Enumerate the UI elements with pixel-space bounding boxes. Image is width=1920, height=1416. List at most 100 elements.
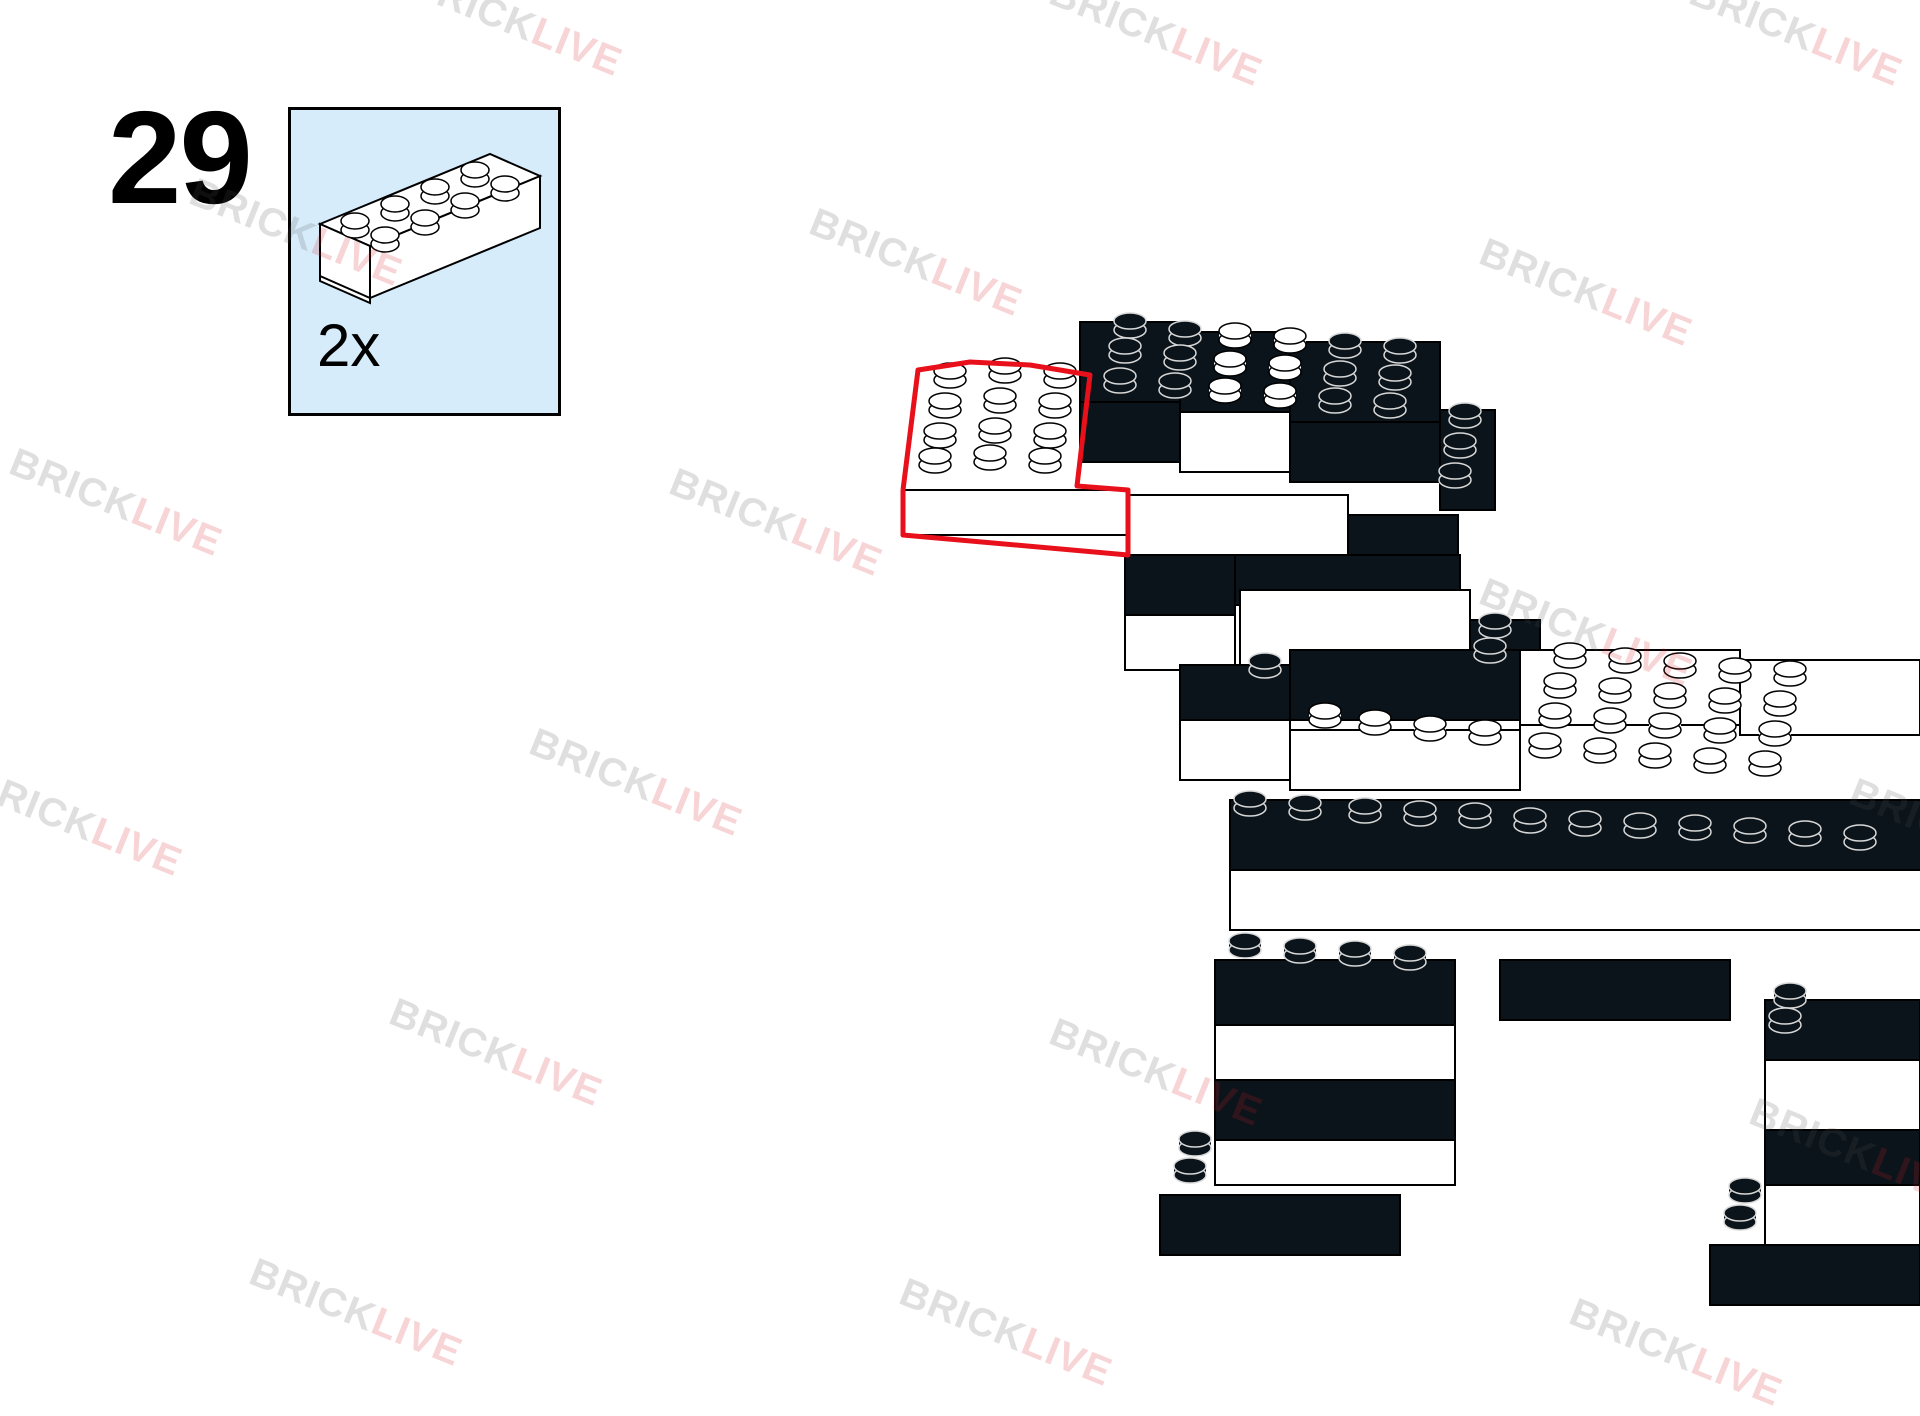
stud: [1178, 1130, 1212, 1157]
stud: [1218, 322, 1252, 349]
model-brick: [1127, 494, 1349, 556]
stud: [340, 212, 370, 239]
stud: [410, 209, 440, 236]
stud: [1748, 750, 1782, 777]
stud: [1033, 422, 1067, 449]
parts-callout: 2x: [288, 107, 561, 416]
stud: [1448, 402, 1482, 429]
stud: [1173, 1157, 1207, 1184]
stud: [1283, 937, 1317, 964]
stud: [370, 226, 400, 253]
stud: [1413, 715, 1447, 742]
stud: [1338, 940, 1372, 967]
stud: [1403, 800, 1437, 827]
stud: [1473, 637, 1507, 664]
step-number: 29: [108, 84, 253, 231]
stud: [1248, 652, 1282, 679]
model-brick: [1214, 1079, 1456, 1141]
stud: [1028, 447, 1062, 474]
stud: [1103, 367, 1137, 394]
stud: [1268, 354, 1302, 381]
stud: [1458, 802, 1492, 829]
stud: [1583, 737, 1617, 764]
stud: [420, 178, 450, 205]
stud: [1703, 717, 1737, 744]
stud: [1733, 817, 1767, 844]
model-brick: [1179, 411, 1291, 473]
stud: [1443, 432, 1477, 459]
stud: [1648, 712, 1682, 739]
stud: [1158, 372, 1192, 399]
stud: [1378, 364, 1412, 391]
stud: [1528, 732, 1562, 759]
part-quantity: 2x: [317, 312, 381, 379]
stud: [1263, 382, 1297, 409]
model-brick: [1764, 1129, 1920, 1186]
stud: [1438, 462, 1472, 489]
stud: [928, 392, 962, 419]
model-brick: [1764, 1184, 1920, 1246]
stud: [918, 447, 952, 474]
stud: [1708, 687, 1742, 714]
model-brick: [1709, 1244, 1920, 1306]
model-brick: [1124, 614, 1236, 671]
stud: [1693, 747, 1727, 774]
stud: [933, 362, 967, 389]
brick-2x4-icon: [317, 152, 543, 305]
stud: [450, 192, 480, 219]
model-brick: [1764, 1059, 1920, 1131]
model-brick: [1124, 554, 1236, 616]
stud: [1373, 392, 1407, 419]
stud: [1538, 702, 1572, 729]
stud: [1288, 794, 1322, 821]
model-brick: [1079, 401, 1181, 463]
stud: [1728, 1177, 1762, 1204]
stud: [1213, 350, 1247, 377]
model-brick: [1289, 341, 1441, 423]
stud: [1598, 677, 1632, 704]
stud: [1233, 790, 1267, 817]
stud: [1108, 337, 1142, 364]
stud: [1638, 742, 1672, 769]
stud: [460, 161, 490, 188]
stud: [1773, 982, 1807, 1009]
stud: [973, 444, 1007, 471]
stud: [923, 422, 957, 449]
stud: [1038, 392, 1072, 419]
stud: [1228, 932, 1262, 959]
stud: [1763, 690, 1797, 717]
stud: [1653, 682, 1687, 709]
stud: [1608, 647, 1642, 674]
stud: [1513, 807, 1547, 834]
stud: [1553, 642, 1587, 669]
stud: [983, 387, 1017, 414]
model-brick: [1214, 1024, 1456, 1081]
model-brick: [1214, 959, 1456, 1026]
stud: [1568, 810, 1602, 837]
model-brick: [1214, 1139, 1456, 1186]
stud: [1468, 719, 1502, 746]
stud: [1308, 702, 1342, 729]
stud: [1348, 797, 1382, 824]
model-brick: [1499, 959, 1731, 1021]
stud: [1383, 337, 1417, 364]
stud: [1788, 820, 1822, 847]
stud: [1663, 652, 1697, 679]
new-part-highlight: [900, 359, 1131, 558]
stud: [1678, 814, 1712, 841]
stud: [1358, 709, 1392, 736]
stud: [1623, 812, 1657, 839]
model-illustration: [900, 312, 1920, 1306]
stud: [1718, 657, 1752, 684]
stud: [1543, 672, 1577, 699]
stud: [1393, 944, 1427, 971]
model-brick: [1289, 421, 1441, 483]
stud: [1163, 344, 1197, 371]
stud: [1723, 1204, 1757, 1231]
stud: [1273, 327, 1307, 354]
stud: [1478, 612, 1512, 639]
model-brick: [1159, 1194, 1401, 1256]
stud: [1843, 824, 1877, 851]
stud: [1168, 320, 1202, 347]
